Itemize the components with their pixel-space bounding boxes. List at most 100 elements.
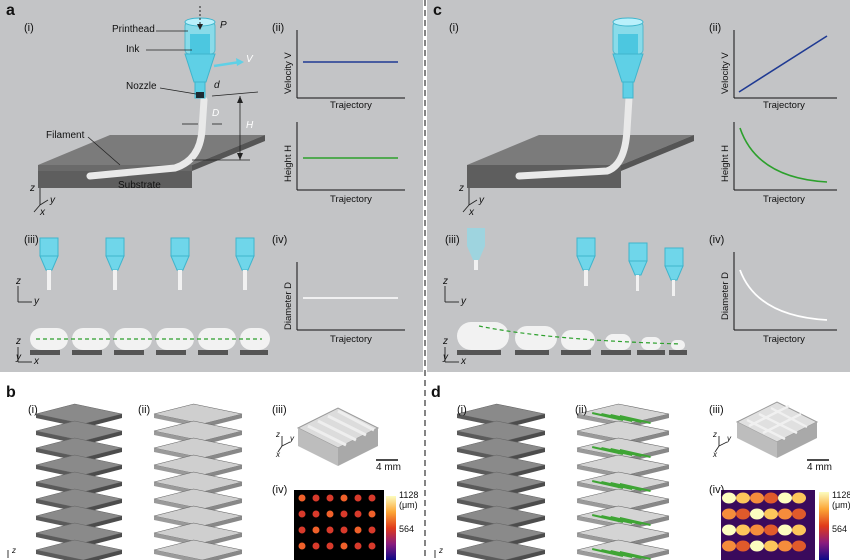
height-curve-c bbox=[739, 127, 828, 183]
colorbar-b-mid: 564 bbox=[399, 524, 415, 534]
axis-a-iii-z: z bbox=[16, 276, 21, 287]
scale-bar-b-label: 4 mm bbox=[376, 462, 401, 473]
axis-d-z: z bbox=[439, 546, 443, 555]
heatmap-d-dots bbox=[722, 492, 806, 552]
axis-c-cs-y: y bbox=[443, 352, 448, 363]
axis-b-iii-z: z bbox=[276, 430, 280, 439]
nozzle-row-a bbox=[39, 237, 255, 290]
panel-c: c (i) (ii) (iii) (iv) z y x z y z y x Ve… bbox=[427, 0, 850, 372]
axis-c-iii-z: z bbox=[443, 276, 448, 287]
axis-d-iii-x: x bbox=[713, 450, 717, 459]
colorbar-d-unit: (μm) bbox=[832, 500, 850, 510]
plot-c-height-xlabel: Trajectory bbox=[763, 194, 805, 205]
colorbar-b bbox=[386, 496, 396, 560]
callout-printhead: Printhead bbox=[112, 24, 155, 35]
panel-letter-b: b bbox=[6, 384, 16, 401]
plot-a-velocity bbox=[296, 30, 405, 99]
colorbar-b-max: 1128 bbox=[399, 490, 419, 500]
sub-label-d-i: (i) bbox=[457, 404, 467, 416]
plot-c-velocity-xlabel: Trajectory bbox=[763, 100, 805, 111]
plot-c-height-ylabel: Height H bbox=[720, 145, 731, 182]
axis-b-iii-x: x bbox=[276, 450, 280, 459]
panel-d: d (i) (ii) (iii) (iv) 4 mm 1128 (μm) 564… bbox=[427, 380, 850, 560]
colorbar-b-unit: (μm) bbox=[399, 500, 418, 510]
axis-c-cs-x: x bbox=[461, 356, 466, 367]
symbol-v: V bbox=[246, 54, 253, 65]
sub-label-a-iv: (iv) bbox=[272, 234, 288, 246]
sub-label-c-ii: (ii) bbox=[709, 22, 722, 34]
axis-a-iii-y: y bbox=[34, 296, 39, 307]
plot-c-velocity-ylabel: Velocity V bbox=[720, 52, 731, 94]
sub-label-b-iii: (iii) bbox=[272, 404, 287, 416]
axis-b-z: z bbox=[12, 546, 16, 555]
sub-label-a-iii: (iii) bbox=[24, 234, 39, 246]
plot-c-height bbox=[733, 122, 837, 191]
plot-c-diameter-ylabel: Diameter D bbox=[720, 271, 731, 320]
sub-label-c-iii: (iii) bbox=[445, 234, 460, 246]
heatmap-b-dots bbox=[298, 494, 376, 550]
cross-section-row-c bbox=[457, 322, 687, 355]
symbol-d-big: D bbox=[212, 108, 220, 119]
plot-a-velocity-xlabel: Trajectory bbox=[330, 100, 372, 111]
axis-a-cs-y: y bbox=[16, 352, 21, 363]
panel-letter-c: c bbox=[433, 2, 442, 19]
axis-a-i-z: z bbox=[30, 183, 35, 194]
plot-a-diameter-xlabel: Trajectory bbox=[330, 334, 372, 345]
sub-label-c-iv: (iv) bbox=[709, 234, 725, 246]
scale-bar-d-label: 4 mm bbox=[807, 462, 832, 473]
velocity-line-c bbox=[738, 35, 828, 93]
axis-a-i-y: y bbox=[50, 195, 55, 206]
callout-substrate: Substrate bbox=[118, 180, 161, 191]
plot-a-height-xlabel: Trajectory bbox=[330, 194, 372, 205]
plot-a-height bbox=[296, 122, 405, 191]
symbol-p: P bbox=[220, 20, 227, 31]
sub-label-b-ii: (ii) bbox=[138, 404, 151, 416]
nozzle-row-c bbox=[467, 228, 684, 296]
axis-c-cs-z: z bbox=[443, 336, 448, 347]
sub-label-a-i: (i) bbox=[24, 22, 34, 34]
stack-d-i bbox=[456, 403, 546, 560]
panel-b: b (i) (ii) (iii) (iv) 4 mm 1128 (μm) 564… bbox=[0, 380, 423, 560]
plot-c-velocity bbox=[733, 30, 837, 99]
sub-label-c-i: (i) bbox=[449, 22, 459, 34]
callout-ink: Ink bbox=[126, 44, 140, 55]
axis-c-i-z: z bbox=[459, 183, 464, 194]
axis-a-cs-z: z bbox=[16, 336, 21, 347]
axis-c-iii-y: y bbox=[461, 296, 466, 307]
panel-a: a (i) (ii) (iii) (iv) Printhead Ink Nozz… bbox=[0, 0, 423, 372]
sub-label-b-iv: (iv) bbox=[272, 484, 288, 496]
panel-b-graphics bbox=[7, 403, 398, 560]
axis-d-iii-y: y bbox=[727, 434, 731, 443]
sub-label-d-ii: (ii) bbox=[575, 404, 588, 416]
callout-nozzle: Nozzle bbox=[126, 81, 157, 92]
sub-label-d-iv: (iv) bbox=[709, 484, 725, 496]
plot-c-diameter-xlabel: Trajectory bbox=[763, 334, 805, 345]
panel-d-graphics bbox=[434, 401, 829, 560]
panel-a-graphics bbox=[17, 6, 405, 363]
axis-c-i-y: y bbox=[479, 195, 484, 206]
colorbar-d-mid: 564 bbox=[832, 524, 848, 534]
colorbar-d-max: 1128 bbox=[832, 490, 850, 500]
axis-a-cs-x: x bbox=[34, 356, 39, 367]
plot-c-diameter bbox=[733, 252, 837, 331]
diameter-curve-c bbox=[739, 269, 828, 321]
colorbar-d bbox=[819, 492, 829, 560]
symbol-d-small: d bbox=[214, 80, 220, 91]
symbol-h: H bbox=[246, 120, 254, 131]
axis-a-i-x: x bbox=[40, 207, 45, 218]
stack-d-ii bbox=[576, 403, 670, 560]
axis-d-iii-z: z bbox=[713, 430, 717, 439]
sub-label-b-i: (i) bbox=[28, 404, 38, 416]
panel-c-graphics bbox=[444, 17, 837, 363]
panel-letter-d: d bbox=[431, 384, 441, 401]
heatmap-b bbox=[294, 490, 384, 560]
render-b-iii bbox=[296, 407, 380, 466]
panel-letter-a: a bbox=[6, 2, 15, 19]
callout-filament: Filament bbox=[46, 130, 85, 141]
plot-a-diameter bbox=[296, 262, 405, 331]
sub-label-d-iii: (iii) bbox=[709, 404, 724, 416]
render-d-iii bbox=[735, 401, 819, 458]
axis-b-iii-y: y bbox=[290, 434, 294, 443]
